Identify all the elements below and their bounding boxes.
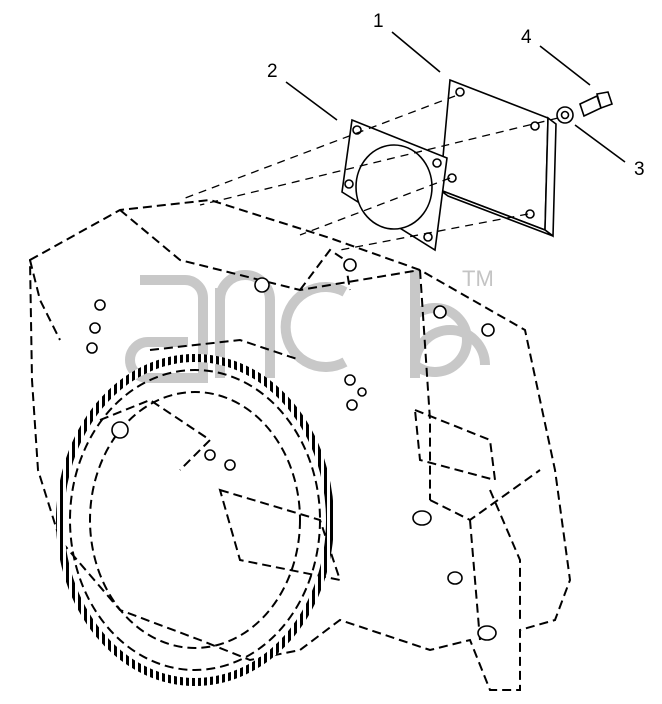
housing-details bbox=[86, 258, 497, 641]
leader-lines bbox=[285, 31, 626, 163]
callout-3: 3 bbox=[634, 159, 645, 180]
watermark-trademark: TM bbox=[462, 266, 494, 291]
alignment-lines bbox=[179, 95, 559, 251]
ring-gear bbox=[56, 354, 334, 686]
callout-1: 1 bbox=[373, 11, 384, 32]
cover-plate bbox=[439, 78, 557, 238]
callout-4: 4 bbox=[521, 27, 532, 48]
washer-and-bolt bbox=[556, 91, 614, 124]
gasket bbox=[341, 118, 448, 252]
flywheel-housing bbox=[28, 198, 572, 691]
callout-2: 2 bbox=[267, 61, 278, 82]
